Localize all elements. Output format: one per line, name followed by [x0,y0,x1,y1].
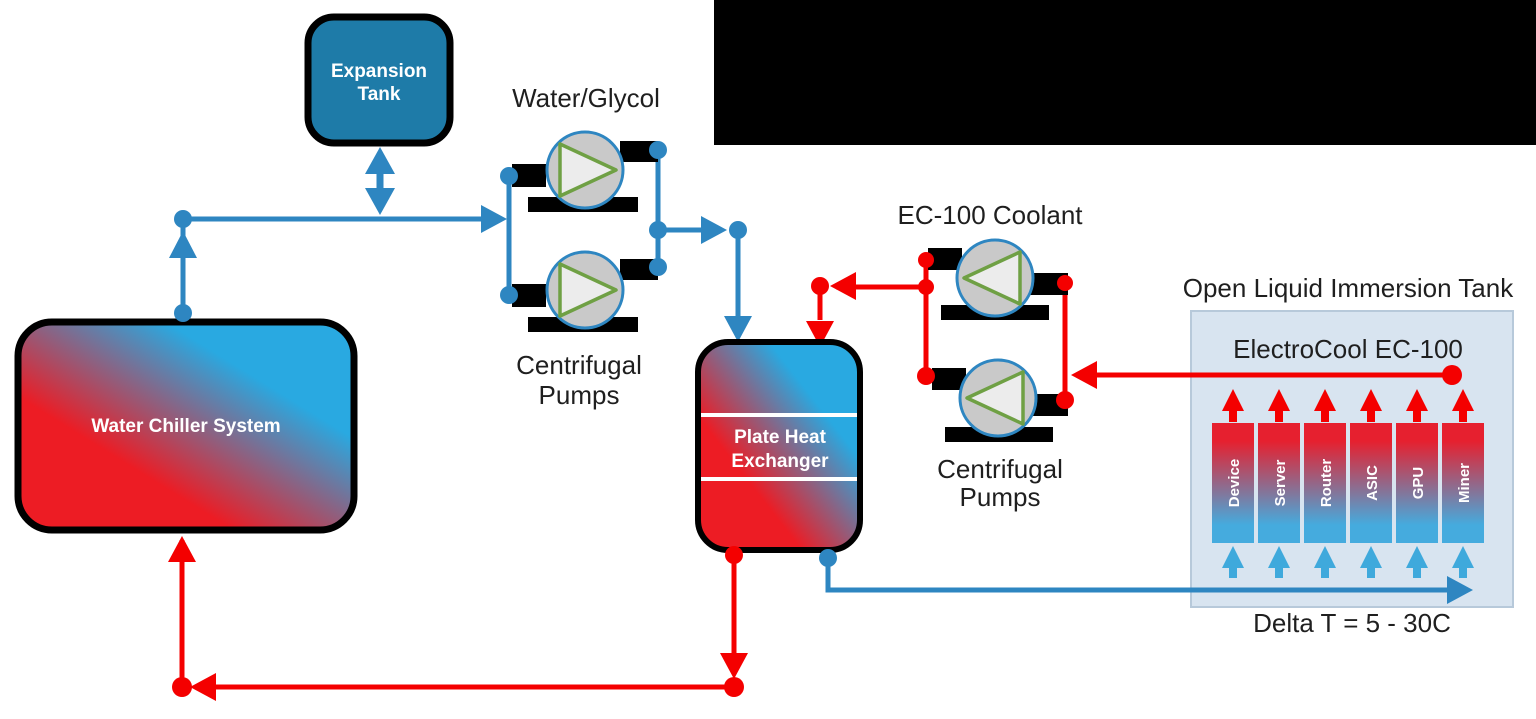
cool-up-arrow [1452,546,1474,568]
heat-up-arrow [1314,389,1336,411]
pipe-junction-dot [500,286,518,304]
water-chiller-label: Water Chiller System [91,416,280,437]
pipe-junction-dots [172,141,1462,697]
pipe-junction-dot [811,277,829,295]
pipe-junction-dot [918,279,934,295]
expansion-tank-label-line2: Tank [358,84,401,105]
heat-up-arrow [1222,389,1244,411]
delta-t-label: Delta T = 5 - 30C [1253,608,1451,638]
device-bar-device: Device [1212,389,1254,578]
redacted-region [714,0,1536,145]
device-bar-label: ASIC [1364,465,1381,501]
device-bar-server: Server [1258,389,1300,578]
chilled-water-supply-pipe [169,150,752,342]
pipe-junction-dot [729,221,747,239]
pump-impeller-icon [558,262,618,318]
pipe-junction-dot [918,252,934,268]
water-glycol-pump-2 [512,250,658,332]
coolant-cold-return-pipe [825,558,1473,604]
device-bar-router: Router [1304,389,1346,578]
flow-arrow [806,321,834,347]
heat-up-arrow [1452,389,1474,411]
flow-arrow [169,231,197,258]
pipe-junction-dot [649,258,667,276]
pipe-junction-dot [819,549,837,567]
centrifugal-pumps-label-right-line2: Pumps [960,482,1041,512]
flow-arrow [190,673,216,701]
device-bar-label: Router [1318,459,1335,507]
pipe-junction-dot [649,221,667,239]
pump-impeller-icon [558,142,618,198]
pipe-junction-dot [1056,391,1074,409]
water-glycol-pump-1 [512,130,658,212]
pipe-junction-dot [172,677,192,697]
ec100-pump-1 [928,238,1068,320]
pipe-junction-dot [724,677,744,697]
plate-heat-exchanger [695,339,863,553]
device-bar-label: Server [1272,459,1289,506]
cool-up-arrow [1314,546,1336,568]
immersion-tank-title: Open Liquid Immersion Tank [1183,273,1514,303]
expansion-tank [304,13,454,147]
device-bar-miner: Miner [1442,389,1484,578]
device-bar-label: Miner [1456,463,1473,503]
pump-impeller-icon [962,250,1022,306]
flow-arrow [720,653,748,679]
ec100-pump-2 [932,358,1068,442]
ec100-coolant-label: EC-100 Coolant [898,200,1084,230]
heat-up-arrow [1360,389,1382,411]
cool-up-arrow [1268,546,1290,568]
pipe-junction-dot [1442,365,1462,385]
flow-arrow [724,316,752,342]
electrocool-label: ElectroCool EC-100 [1233,334,1463,364]
pump-impeller-icon [965,370,1025,426]
flow-arrow [365,147,395,174]
flow-arrow [365,188,395,215]
device-bar-label: GPU [1410,467,1427,500]
cool-up-arrow [1406,546,1428,568]
pipe-junction-dot [174,304,192,322]
flow-arrow [1447,576,1473,604]
expansion-tank-connector [365,147,395,215]
centrifugal-pumps-label-left-line1: Centrifugal [516,350,642,380]
coolant-hot-supply-pipe [806,260,1452,400]
device-bar-asic: ASIC [1350,389,1392,578]
cool-up-arrow [1360,546,1382,568]
flow-arrow [168,536,196,562]
cool-up-arrow [1222,546,1244,568]
hot-water-return-pipe [168,536,748,701]
heat-up-arrow [1268,389,1290,411]
pipe-junction-dot [500,167,518,185]
plate-heat-exchanger-label-line2: Exchanger [731,451,829,472]
flow-arrow [1071,361,1097,389]
water-chiller-system [14,318,358,534]
device-bar-label: Device [1226,459,1243,507]
pipe-junction-dot [649,141,667,159]
device-bar-gpu: GPU [1396,389,1438,578]
expansion-tank-label-line1: Expansion [331,61,427,82]
pipe-junction-dot [917,367,935,385]
flow-arrow [701,216,727,244]
pipe-junction-dot [1057,275,1073,291]
centrifugal-pumps-label-left-line2: Pumps [539,380,620,410]
plate-heat-exchanger-label-line1: Plate Heat [734,427,827,448]
heat-up-arrow [1406,389,1428,411]
flow-arrow [481,205,507,233]
flow-arrow [830,272,856,300]
pipe-junction-dot [174,210,192,228]
pipe-junction-dot [725,546,743,564]
centrifugal-pumps-label-right-line1: Centrifugal [937,454,1063,484]
water-glycol-label: Water/Glycol [512,83,660,113]
